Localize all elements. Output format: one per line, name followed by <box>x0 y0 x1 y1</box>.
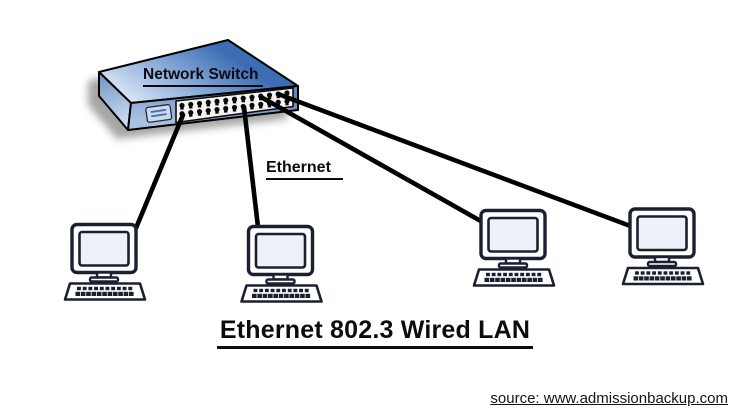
switch-port-pins <box>224 102 228 105</box>
network-switch-label: Network Switch <box>143 66 264 87</box>
switch-port-pins <box>215 103 219 106</box>
switch-port-pins <box>180 107 184 110</box>
switch-port <box>214 98 220 104</box>
switch-port-pins <box>224 110 228 113</box>
diagram-title: Ethernet 802.3 Wired LAN <box>216 316 534 349</box>
switch-port-pins <box>267 105 272 108</box>
vent-line <box>151 113 167 118</box>
switch-port-pins <box>276 96 280 99</box>
switch-port-pins <box>197 113 202 116</box>
switch-port <box>240 95 246 101</box>
title-wrap: Ethernet 802.3 Wired LAN <box>0 316 750 349</box>
switch-port-pins <box>206 104 210 107</box>
computer-1 <box>63 222 147 302</box>
switch-port-pins <box>267 97 272 100</box>
cable-4 <box>275 91 636 230</box>
switch-vent-panel <box>145 104 173 123</box>
switch-port-pins <box>250 107 254 110</box>
switch-port <box>205 107 211 114</box>
switch-port <box>266 92 273 98</box>
switch-port <box>231 104 238 111</box>
switch-port-pins <box>206 112 210 115</box>
cables <box>133 91 636 231</box>
switch-port-pins <box>285 103 289 106</box>
switch-port-pins <box>250 99 254 102</box>
switch-port-pins <box>215 111 219 114</box>
switch-port <box>223 105 229 112</box>
cable-1 <box>133 112 186 231</box>
switch-port <box>205 99 211 105</box>
switch-port <box>231 96 238 102</box>
ethernet-label: Ethernet <box>266 159 343 181</box>
switch-port-pins <box>197 105 202 108</box>
switch-port <box>258 101 264 107</box>
switch-port <box>223 97 229 103</box>
switch-port <box>284 90 290 96</box>
computer-3 <box>472 208 556 288</box>
switch-port-pins <box>232 109 237 112</box>
switch-port-pins <box>241 100 245 103</box>
switch-port <box>196 109 203 115</box>
switch-port-pins <box>189 114 193 117</box>
switch-port <box>249 102 255 108</box>
switch-port-pins <box>189 106 193 109</box>
vent-line <box>150 108 167 113</box>
cable-3 <box>258 94 489 227</box>
source-link[interactable]: source: www.admissionbackup.com <box>490 390 728 407</box>
switch-port <box>188 101 194 108</box>
switch-port <box>196 100 203 107</box>
switch-port-pins <box>259 106 263 109</box>
computer-2 <box>239 224 324 304</box>
switch-port <box>214 106 220 113</box>
cable-2 <box>241 104 261 230</box>
switch-port <box>188 110 194 116</box>
switch-port-pins <box>232 101 237 104</box>
computer-4 <box>621 207 705 286</box>
switch-port <box>249 94 255 100</box>
switch-port <box>179 102 185 109</box>
